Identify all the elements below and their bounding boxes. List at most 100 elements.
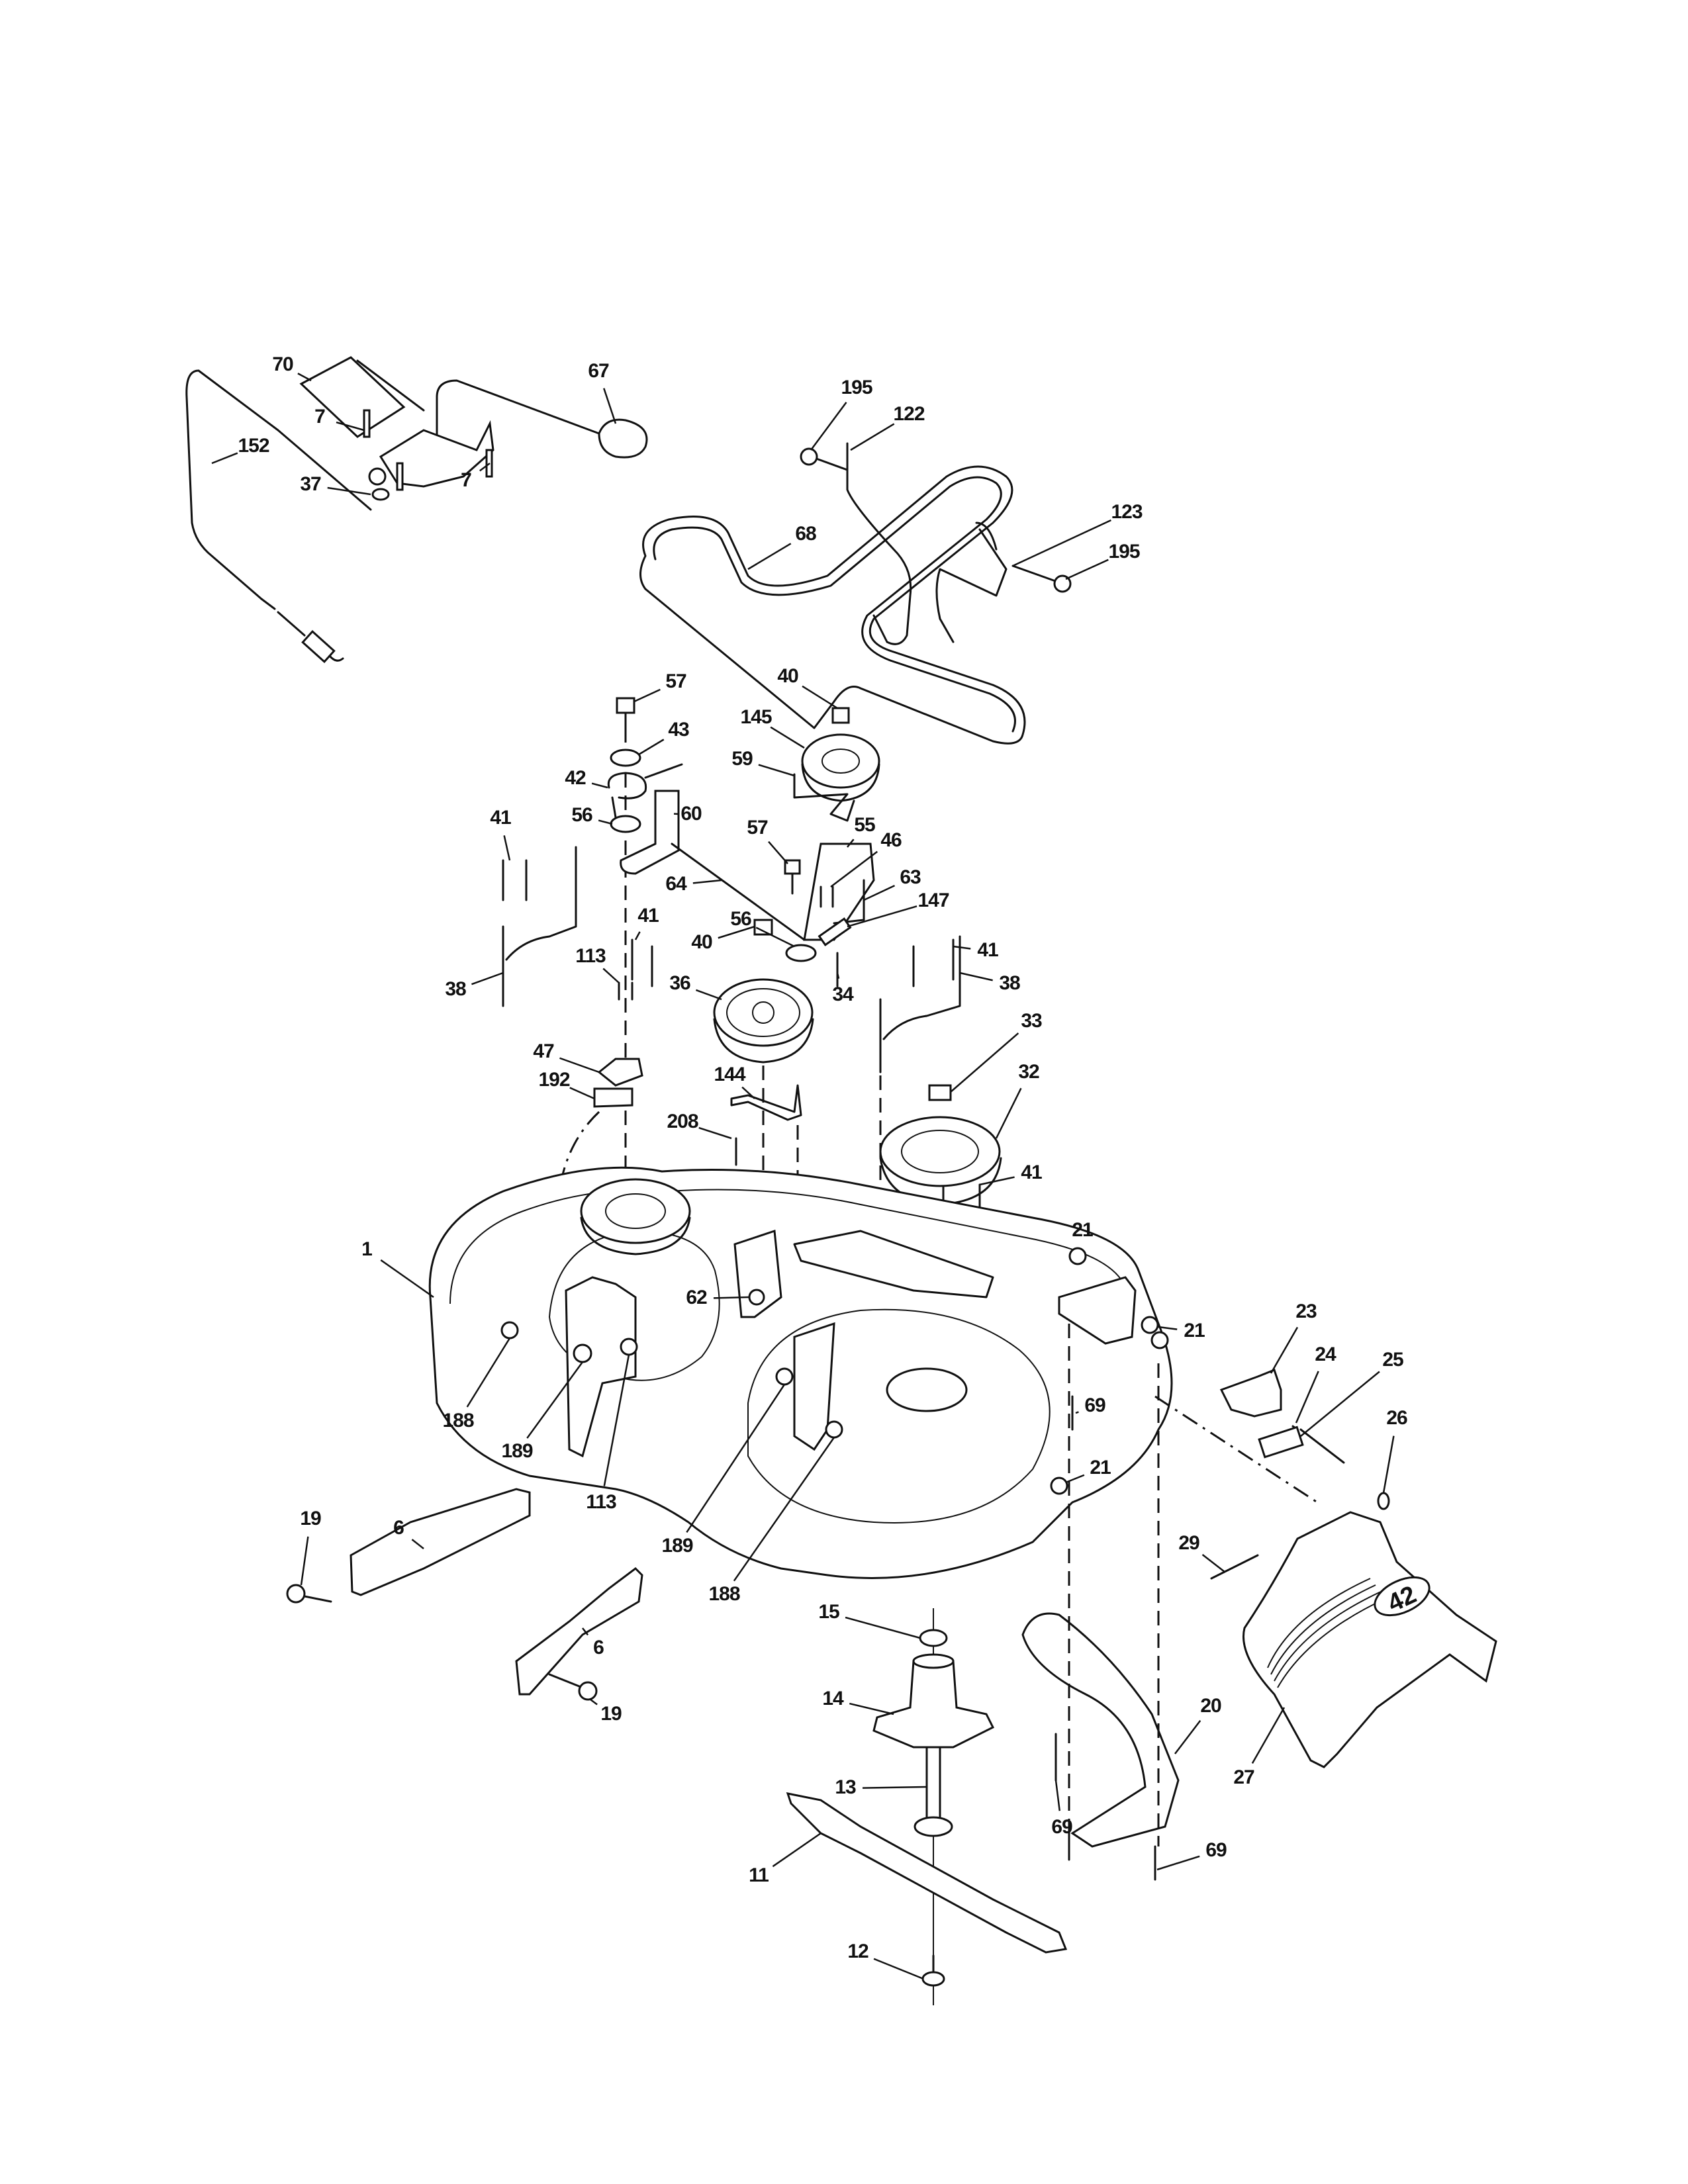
leader-line — [1270, 1326, 1299, 1374]
idler-pulley-36-rim — [713, 1018, 814, 1064]
spring-25-hook — [1299, 1428, 1345, 1464]
callout-label: 6 — [593, 1637, 604, 1659]
hanger-brackets — [286, 1488, 643, 1701]
leader-line — [598, 819, 613, 825]
callout-label: 38 — [999, 972, 1020, 994]
callout-screw: 195 — [1065, 541, 1141, 580]
callout-label: 69 — [1084, 1394, 1105, 1416]
callout-nut: 40 — [691, 925, 755, 953]
belt-guide-123 — [935, 522, 1008, 643]
callout-label: 69 — [1051, 1816, 1072, 1838]
leader-line — [1174, 1719, 1201, 1754]
screw-195b — [1011, 565, 1060, 584]
leader-line — [836, 972, 840, 979]
callout-label: 113 — [586, 1491, 616, 1513]
callout-label: 19 — [300, 1508, 321, 1529]
callout-nut: 189 — [501, 1361, 584, 1462]
callout-label: 37 — [300, 473, 321, 495]
callout-belt-guide: 38 — [959, 972, 1021, 994]
callout-label: 63 — [900, 866, 921, 888]
leader-line — [466, 1338, 511, 1408]
spindle-pulley-base — [914, 1816, 953, 1837]
belt-guide-59 — [793, 773, 855, 822]
leader-line — [733, 1437, 835, 1582]
bracket-23 — [1219, 1369, 1282, 1418]
callout-rod: 29 — [1178, 1532, 1225, 1572]
spindle-blade-assembly — [786, 1608, 1068, 2005]
washer-26 — [1377, 1492, 1390, 1510]
callout-label: 25 — [1382, 1349, 1403, 1371]
bolts-41a — [502, 859, 528, 901]
leader-line — [995, 1087, 1022, 1139]
callout-label: 40 — [691, 931, 712, 953]
bolt-19b — [548, 1673, 584, 1689]
callout-blade-bolt: 12 — [847, 1940, 924, 1980]
spring-42 — [607, 763, 683, 819]
callout-pulley: 32 — [995, 1061, 1040, 1139]
baffle-plate — [793, 1230, 994, 1298]
callout-spacer: 188 — [708, 1437, 835, 1605]
nut-on-cable — [368, 467, 387, 486]
callout-belt: 68 — [747, 523, 817, 570]
rod-64 — [671, 842, 806, 941]
leader-line — [503, 835, 511, 861]
callout-label: 42 — [565, 767, 586, 789]
pulley-32-inner — [901, 1130, 979, 1173]
screw-195b-head — [1053, 574, 1072, 593]
leader-line — [686, 1384, 786, 1533]
leader-line — [1295, 1371, 1319, 1424]
spring-25 — [1258, 1426, 1304, 1459]
callout-idler-arm: 60 — [673, 803, 702, 825]
callout-label: 19 — [600, 1703, 622, 1725]
leader-line — [770, 726, 805, 749]
leader-line — [718, 925, 755, 939]
right-side-hardware — [1050, 1247, 1390, 1510]
leader-line — [873, 1958, 924, 1980]
clutch-bracket — [379, 420, 494, 488]
callout-label: 113 — [575, 945, 606, 967]
belt-guide-38b — [879, 935, 961, 1073]
spindle-pulley-left-inner — [605, 1193, 666, 1229]
callout-idler-pulley: 145 — [740, 706, 805, 749]
callout-label: 14 — [822, 1688, 844, 1709]
callout-nut: 33 — [950, 1010, 1043, 1093]
leader-line — [327, 486, 371, 496]
leader-line — [810, 402, 847, 451]
leader-line — [695, 989, 722, 1001]
leader-line — [380, 1259, 434, 1298]
callout-label: 152 — [238, 435, 269, 457]
spacer-188b — [825, 1420, 843, 1439]
washer-56a — [610, 815, 641, 833]
callout-deck-housing: 1 — [361, 1238, 434, 1298]
callout-discharge-chute: 27 — [1233, 1707, 1286, 1788]
callout-idler-bracket: 55 — [847, 814, 876, 848]
callout-label: 46 — [880, 829, 902, 851]
callout-label: 189 — [661, 1535, 692, 1557]
callout-label: 195 — [1108, 541, 1139, 563]
leader-line — [590, 1698, 598, 1706]
callout-bolt: 69 — [1051, 1780, 1073, 1838]
washer-37 — [371, 488, 390, 501]
leader-line — [713, 1296, 750, 1299]
callout-spindle-shaft: 13 — [835, 1776, 927, 1798]
leader-line — [741, 1086, 755, 1099]
baffle-20 — [1021, 1612, 1180, 1848]
leader-line — [979, 1176, 1015, 1186]
callout-label: 57 — [665, 670, 686, 692]
hanger-bracket-6a — [350, 1488, 531, 1596]
chute-badge — [1374, 1576, 1430, 1617]
baffle-assembly — [1021, 1324, 1180, 1881]
callout-label: 189 — [501, 1440, 532, 1462]
callout-label: 29 — [1178, 1532, 1199, 1554]
callout-label: 69 — [1205, 1839, 1227, 1861]
leader-line — [1065, 559, 1109, 580]
callout-label: 41 — [977, 939, 998, 961]
callout-label: 24 — [1315, 1343, 1336, 1365]
spring-147 — [818, 917, 852, 946]
chute-ribs — [1267, 1578, 1387, 1688]
bolts-46 — [820, 886, 834, 908]
bracket-70 — [299, 356, 406, 438]
leader-line — [526, 1361, 584, 1439]
callout-bolt: 7 — [314, 406, 365, 432]
clutch-linkage-assembly — [185, 356, 648, 664]
